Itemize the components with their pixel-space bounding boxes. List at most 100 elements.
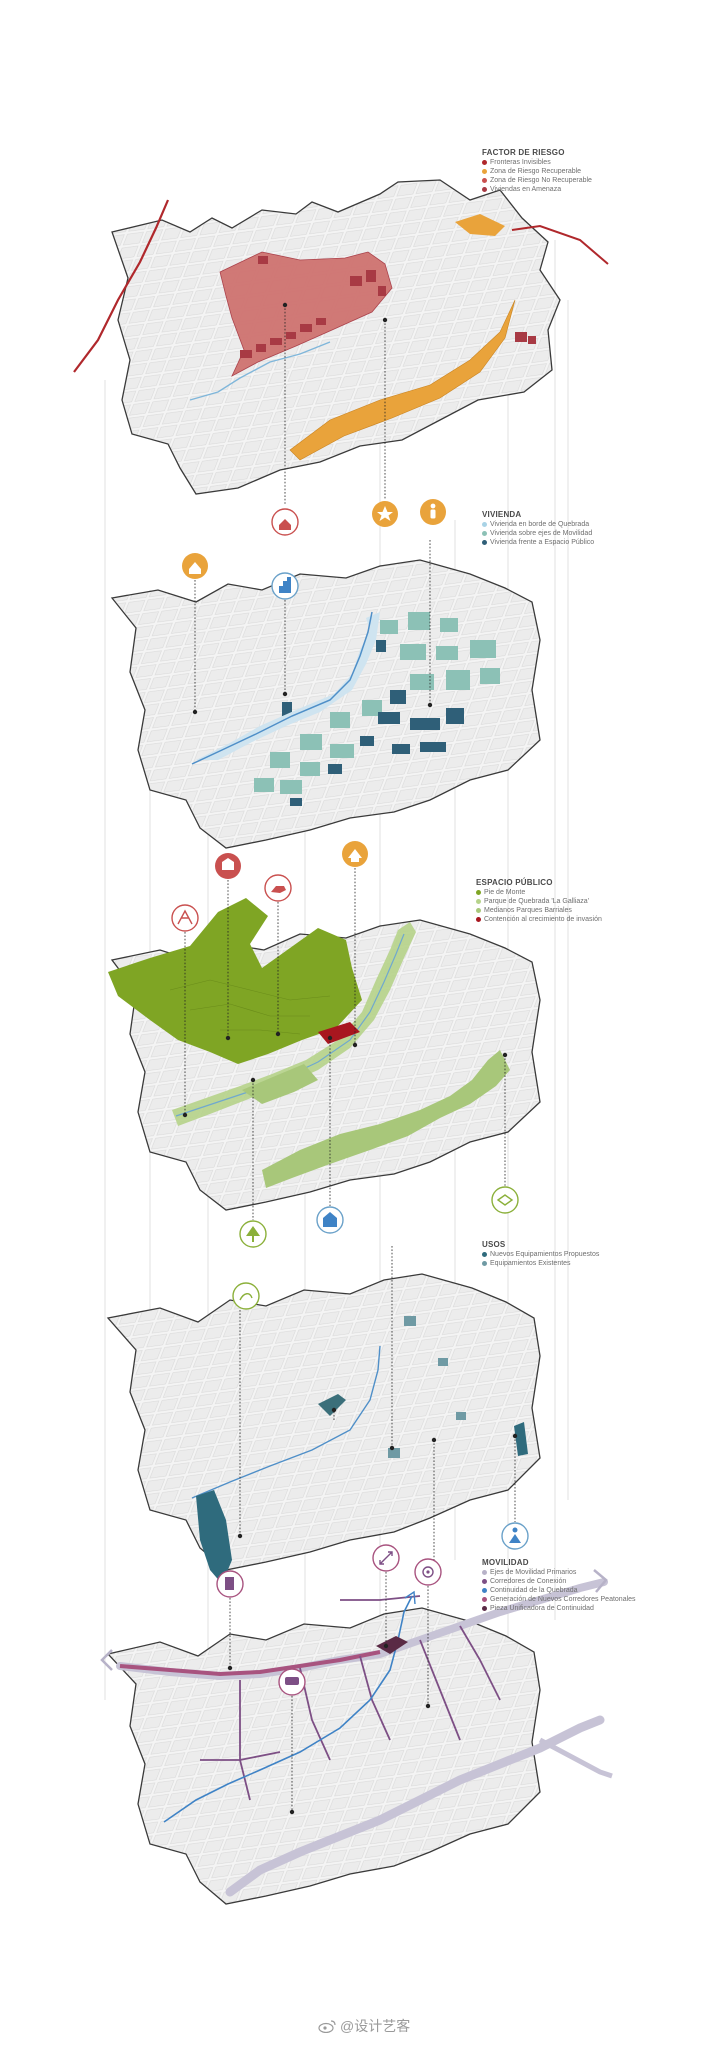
threatened-housing [240, 256, 536, 358]
legend-item: Vivienda frente a Espacio Público [482, 538, 594, 547]
equipment-proposed-east [514, 1422, 528, 1456]
legend-dot [482, 1606, 487, 1611]
creek-layer4 [191, 1345, 381, 1499]
legend-item: Continuidad de la Quebrada [482, 1586, 636, 1595]
pin-dot [237, 1533, 243, 1539]
building-icon [316, 1206, 344, 1234]
layers-icon [491, 1186, 519, 1214]
pin-dot [250, 1077, 256, 1083]
legend-label: Generación de Nuevos Corredores Peatonal… [490, 1596, 636, 1603]
housing-public-space [282, 640, 464, 806]
legend-title: MOVILIDAD [482, 1558, 529, 1567]
tree-icon [239, 1220, 267, 1248]
equipment-proposed-large [196, 1490, 232, 1584]
invisible-border-left [73, 199, 170, 373]
legend-movilidad: MOVILIDAD Ejes de Movilidad Primarios Co… [482, 1558, 636, 1613]
legend-title: ESPACIO PÚBLICO [476, 878, 553, 887]
legend-dot [476, 899, 481, 904]
legend-label: Parque de Quebrada 'La Galliaza' [484, 898, 590, 905]
creek-layer1 [189, 341, 331, 401]
legend-dot [482, 178, 487, 183]
neighborhood-park-small [242, 1064, 318, 1104]
legend-item: Zona de Riesgo No Recuperable [482, 176, 592, 185]
weibo-logo-icon [318, 2020, 336, 2033]
bus-icon [278, 1668, 306, 1696]
creek-park-galliaza [172, 922, 416, 1126]
pin-dot [383, 1643, 389, 1649]
house-icon [182, 553, 208, 579]
legend-label: Vivienda frente a Espacio Público [490, 539, 595, 546]
legend-label: Zona de Riesgo Recuperable [490, 168, 582, 175]
legend-item: Vivienda en borde de Quebrada [482, 520, 594, 529]
pin-dot [282, 302, 288, 308]
legend-espacio-publico: ESPACIO PÚBLICO Pie de Monte Parque de Q… [476, 878, 602, 924]
housing-mobility [254, 612, 500, 794]
legend-dot [476, 908, 481, 913]
person-icon [420, 499, 446, 525]
legend-dot [482, 1261, 487, 1266]
legend-dot [482, 1579, 487, 1584]
pin-dot [327, 1035, 333, 1041]
arrow-right-icon [593, 1569, 608, 1593]
legend-item: Ejes de Movilidad Primarios [482, 1568, 636, 1577]
legend-item: Fronteras Invisibles [482, 158, 592, 167]
legend-dot [482, 1597, 487, 1602]
pin-dot [389, 1445, 395, 1451]
pin-dot [289, 1809, 295, 1815]
pin-dot [382, 317, 388, 323]
layer1-base-map [111, 179, 561, 495]
legend-label: Vivienda sobre ejes de Movilidad [490, 530, 593, 537]
layer5-base-map [106, 1607, 541, 1905]
arrows-icon [372, 1544, 400, 1572]
legend-title: USOS [482, 1240, 506, 1249]
layer5-pins [229, 1572, 429, 1812]
legend-label: Nuevos Equipamientos Propuestos [490, 1251, 600, 1258]
creek-layer2 [191, 611, 373, 765]
legend-dot [482, 187, 487, 192]
layer1-pins [284, 305, 386, 505]
legend-item: Parque de Quebrada 'La Galliaza' [476, 897, 602, 906]
legend-dot [482, 1570, 487, 1575]
legend-label: Continuidad de la Quebrada [490, 1587, 578, 1594]
piedmont-contours [169, 979, 331, 1035]
legend-item: Equipamientos Existentes [482, 1259, 599, 1268]
legend-factor-riesgo: FACTOR DE RIESGO Fronteras Invisibles Zo… [482, 148, 592, 194]
legend-label: Pieza Unificadora de Continuidad [490, 1605, 594, 1612]
primary-mobility-axis [225, 1715, 605, 1897]
person-icon [501, 1522, 529, 1550]
layer-espacio-publico [108, 841, 541, 1248]
pin-dot [331, 1407, 337, 1413]
legend-item: Pieza Unificadora de Continuidad [482, 1604, 636, 1613]
legend-item: Corredores de Conexión [482, 1577, 636, 1586]
legend-item: Generación de Nuevos Corredores Peatonal… [482, 1595, 636, 1604]
school-icon [342, 841, 368, 867]
layer4-base-map [106, 1273, 541, 1571]
legend-item: Medianos Parques Barriales [476, 906, 602, 915]
layer-vivienda [110, 540, 541, 849]
pin-dot [425, 1703, 431, 1709]
pin-dot [352, 1042, 358, 1048]
unifying-piece [376, 1636, 408, 1654]
pin-dot [427, 702, 433, 708]
layer3-pins [184, 868, 506, 1220]
primary-axis-right-branch [538, 1737, 613, 1779]
house-icon [271, 508, 299, 536]
legend-title: FACTOR DE RIESGO [482, 148, 565, 157]
legend-vivienda: VIVIENDA Vivienda en borde de Quebrada V… [482, 510, 594, 547]
pin-dot [282, 691, 288, 697]
legend-dot [476, 917, 481, 922]
target-icon [414, 1558, 442, 1586]
star-icon [372, 501, 398, 527]
watermark-text: @设计艺客 [340, 2018, 411, 2034]
legend-label: Medianos Parques Barriales [484, 907, 572, 914]
creek-continuity [163, 1595, 413, 1823]
legend-label: Corredores de Conexión [490, 1578, 567, 1585]
legend-title: VIVIENDA [482, 510, 522, 519]
layer-usos [106, 1246, 541, 1584]
equipment-existing [388, 1316, 466, 1458]
legend-dot [476, 890, 481, 895]
neighborhood-parks [262, 1050, 510, 1188]
legend-dot [482, 169, 487, 174]
hand-icon [264, 874, 292, 902]
